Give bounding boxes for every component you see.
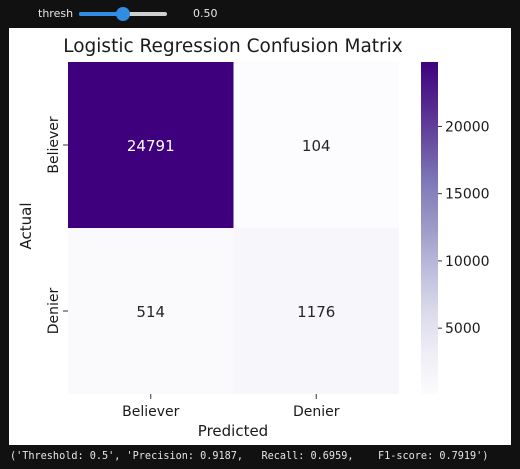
cell-value-label: 514 [136,303,165,321]
colorbar-tick-label: 15000 [445,187,490,203]
colorbar-tick-label: 5000 [445,321,481,337]
threshold-slider-widget: thresh 0.50 [0,0,520,28]
cell-value-label: 104 [302,137,331,155]
y-tick-label: Believer [46,116,62,174]
slider-fill [79,12,123,16]
confusion-matrix-figure: Logistic Regression Confusion Matrix 247… [9,28,511,445]
y-tick-label: Denier [46,287,62,334]
slider-thumb[interactable] [116,7,130,21]
y-axis-label: Actual [17,203,35,250]
x-tick-label: Believer [122,404,180,420]
cell-value-label: 24791 [127,137,175,155]
chart-title: Logistic Regression Confusion Matrix [63,36,403,57]
slider-value: 0.50 [193,7,218,20]
heatmap-cell [233,228,399,394]
slider-track[interactable] [79,7,167,21]
cell-value-label: 1176 [297,303,335,321]
metrics-output: ('Threshold: 0.5', 'Precision: 0.9187, R… [10,451,489,462]
x-tick-label: Denier [293,404,340,420]
heatmap-cell [68,62,234,228]
colorbar [421,62,438,394]
slider-label: thresh [38,7,74,20]
confusion-matrix-chart: Logistic Regression Confusion Matrix 247… [17,36,490,440]
x-axis-label: Predicted [198,422,268,440]
heatmap-cell [233,62,399,228]
colorbar-tick-label: 10000 [445,254,490,270]
heatmap-cell [68,228,234,394]
colorbar-tick-label: 20000 [445,119,490,135]
